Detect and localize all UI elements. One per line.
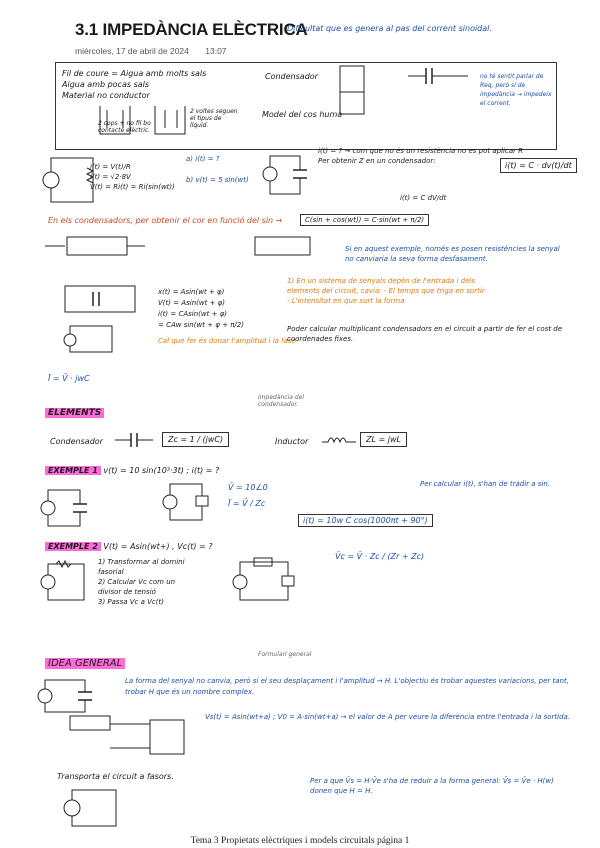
- exemple2-heading: EXEMPLE 2 V(t) = Asin(wt+) , Vc(t) = ?: [45, 542, 213, 551]
- two-port-network-diagram: [69, 715, 185, 755]
- resistor-equations: i(t) = V(t)/R i(t) = √2·8V V(t) = Ri(t) …: [90, 162, 175, 192]
- intro-list: Fil de coure = Aigua amb molts sals Aigu…: [62, 68, 206, 101]
- page-time: 13:07: [205, 46, 227, 56]
- equation: i(t) = V(t)/R: [90, 163, 131, 171]
- resistor-circuit-diagram: [42, 157, 95, 203]
- equation: Ī = V̄ / Zc: [228, 499, 266, 508]
- tube-label: 2 cops + no fil bo contacte elèctric.: [98, 120, 151, 134]
- idea-title: IDEA GENERAL: [45, 658, 126, 669]
- phasor-equation: Ī = V̄ · jwC: [48, 374, 90, 383]
- inductor-element-label: Inductor: [275, 437, 309, 446]
- tube-diagram: [99, 106, 186, 135]
- exemple2-equation: V̄c = V̄ · Zc / (Zr + Zc): [335, 552, 425, 561]
- black-note: Poder calcular multiplicant condensadors…: [287, 325, 563, 343]
- condensador-label: Condensador: [265, 72, 318, 81]
- idea-circuit: [37, 679, 92, 713]
- capacitor-sketch: [339, 65, 468, 115]
- final-circuit: [63, 789, 117, 827]
- impedance-label: impedància del condensador.: [258, 394, 305, 408]
- idea-text: La forma del senyal no canvia, però sí e…: [125, 677, 569, 696]
- exemple1-phasor-circuit: [162, 483, 209, 521]
- page-meta: miércoles, 17 de abril de 2024 13:07: [75, 46, 241, 56]
- exemple1-note: Per calcular i(t), s'han de tradir a sin…: [420, 480, 551, 488]
- exemple2-steps: 1) Transformar al domini fasorial 2) Cal…: [98, 557, 188, 607]
- red-note: En els condensadors, per obtenir el cor …: [48, 216, 283, 225]
- intro-box: [55, 62, 557, 150]
- two-port-diagram: [64, 285, 136, 313]
- elements-title: ELEMENTS: [45, 408, 105, 418]
- exemple1-statement: v(t) = 10 sin(10³·3t) ; i(t) = ?: [103, 466, 220, 475]
- capacitor-impedance: Zc = 1 / (jwC): [162, 432, 230, 447]
- sinusoid-equations: x(t) = Asin(wt + φ) V(t) = Asin(wt + φ) …: [158, 287, 244, 331]
- idea-final-note: Per a que V̄s = H·V̄e s'ha de reduir a l…: [310, 777, 554, 795]
- equation: V(t) = Asin(wt + φ): [158, 299, 225, 307]
- condensador-element-label: Condensador: [50, 437, 103, 446]
- capacitor-symbol: [115, 433, 153, 447]
- step-item: 2) Calcular Vc com un divisor de tensió: [98, 578, 176, 596]
- page-title: 3.1 IMPEDÀNCIA ELÈCTRICA: [75, 20, 308, 39]
- title-note: Dificultat que es genera al pas del corr…: [287, 24, 492, 33]
- step-item: 3) Passa Vc a Vc(t): [98, 598, 164, 606]
- step-a: a) i(t) = ?: [186, 155, 220, 163]
- page-footer: Tema 3 Propietats elèctriques i models c…: [190, 836, 410, 846]
- exemple1-title: EXEMPLE 1: [45, 466, 101, 475]
- page-date: miércoles, 17 de abril de 2024: [75, 46, 189, 56]
- capacitor-equation: i(t) = C · dv(t)/dt: [500, 158, 577, 173]
- exemple1-equations: V̄ = 10∠0 Ī = V̄ / Zc: [228, 480, 268, 512]
- phasor-note: Cal que fer és donar l'amplitud i la fas…: [158, 337, 296, 345]
- model-label: Model del cos humà: [262, 110, 343, 119]
- intro-item: Aigua amb pocas sals: [62, 80, 150, 89]
- exemple1-circuit: [40, 489, 87, 527]
- equation: x(t) = Asin(wt + φ): [158, 288, 225, 296]
- intro-item: Material no conductor: [62, 91, 150, 100]
- note-line: i(t) = ? → com que no és un resistència …: [318, 147, 524, 155]
- capacitor-note: i(t) = ? → com que no és un resistència …: [318, 146, 578, 166]
- rc-circuit-diagram: [63, 325, 113, 353]
- exemple1-result: i(t) = 10w C cos(1000πt + 90°): [298, 514, 433, 527]
- orange-note: 1) En un sistema de senyals depèn de l'e…: [287, 277, 485, 305]
- intro-item: Fil de coure = Aigua amb molts sals: [62, 69, 207, 78]
- signal-chain-diagram: [45, 236, 311, 256]
- idea-heading: IDEA GENERAL: [45, 658, 126, 669]
- equation: V(t) = Ri(t) = Ri(sin(wt)): [90, 183, 175, 191]
- condensador-note: no té sentit parlar de Req, però sí de i…: [480, 73, 552, 107]
- equation: i(t) = CAsin(wt + φ): [158, 310, 228, 318]
- step-item: 1) Transformar al domini fasorial: [98, 558, 185, 576]
- inductor-impedance: ZL = jwL: [360, 432, 407, 447]
- note-line: Per obtenir Z en un condensador:: [318, 157, 436, 165]
- elements-heading: ELEMENTS: [45, 408, 105, 418]
- exemple2-statement: V(t) = Asin(wt+) , Vc(t) = ?: [103, 542, 213, 551]
- equation: i(t) = √2·8V: [90, 173, 131, 181]
- step-b: b) v(t) = 5 sin(wt): [186, 176, 249, 184]
- equation: = CAw sin(wt + φ + π/2): [158, 321, 244, 329]
- exemple1-heading: EXEMPLE 1 v(t) = 10 sin(10³·3t) ; i(t) =…: [45, 466, 219, 475]
- idea-transport: Transporta el circuit a fasors.: [57, 772, 174, 781]
- trig-identity: C(sin + cos(wt)) = C·sin(wt + π/2): [300, 214, 430, 226]
- capacitor-circuit-diagram: [262, 155, 307, 195]
- exemple2-phasor-circuit: [232, 557, 295, 601]
- exemple2-title: EXEMPLE 2: [45, 542, 101, 551]
- idea-note: Vs(t) = Asin(wt+a) ; V0 = A·sin(wt+a) → …: [205, 713, 571, 721]
- tube-label: 2 voltes seguen el tipus de líquid.: [190, 108, 238, 129]
- inductor-symbol: [322, 437, 356, 444]
- derivative-equation: i(t) = C dV/dt: [400, 194, 447, 202]
- exemple2-general: Formulari general: [258, 651, 312, 658]
- equation: V̄ = 10∠0: [228, 483, 268, 492]
- blue-note: Si en aquest exemple, només es posen res…: [345, 245, 560, 263]
- exemple2-circuit: [40, 559, 85, 601]
